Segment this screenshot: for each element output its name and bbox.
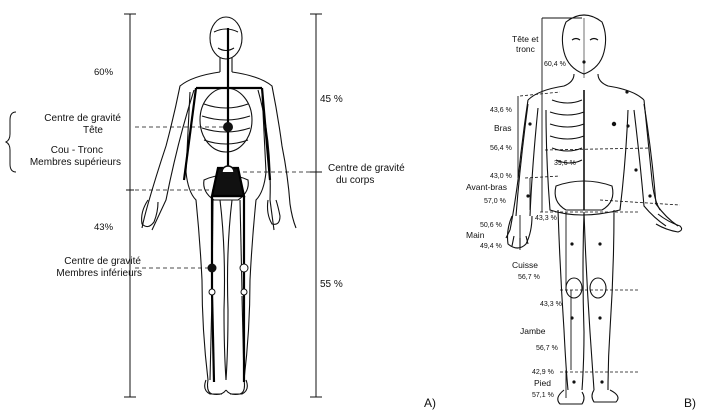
- thigh-label: Cuisse: [512, 260, 538, 270]
- hand-side-pct: 43,3 %: [535, 215, 557, 222]
- cg-lower-label-line1: Centre de gravité: [64, 256, 141, 267]
- left-height-scale: [124, 14, 136, 397]
- cg-head-label-line1: Centre de gravité: [44, 113, 121, 124]
- cg-lower-label-line2: Membres inférieurs: [56, 268, 142, 279]
- skeleton-figure-a: [142, 17, 296, 395]
- brace-icon: [6, 112, 16, 172]
- thigh-pct: 56,7 %: [518, 274, 540, 281]
- arm-label: Bras: [494, 123, 511, 133]
- foot-top-pct: 42,9 %: [532, 369, 554, 376]
- label-60-percent: 60%: [94, 67, 114, 78]
- forearm-top-pct: 43,0 %: [490, 173, 512, 180]
- label-43-percent: 43%: [94, 222, 114, 233]
- hand-bottom-pct: 49,4 %: [480, 243, 502, 250]
- anatomical-figure-b: [506, 15, 682, 404]
- head-trunk-pct: 60,4 %: [544, 61, 566, 68]
- panel-a-letter: A): [424, 396, 436, 410]
- head-trunk-label-line1: Tête et: [512, 34, 539, 44]
- label-55-percent: 55 %: [320, 279, 343, 290]
- cg-body-label-line2: du corps: [336, 175, 374, 186]
- leg-bottom-pct: 56,7 %: [536, 345, 558, 352]
- panel-a: 60% 43% 45 % 55 % Centre de gravité Tête…: [6, 14, 436, 410]
- leg-top-pct: 43,3 %: [540, 301, 562, 308]
- forearm-label: Avant-bras: [466, 182, 507, 192]
- cg-trunk-label-line1: Cou - Tronc: [51, 145, 103, 156]
- hand-label: Main: [466, 230, 485, 240]
- foot-bottom-pct: 57,1 %: [532, 392, 554, 399]
- leg-label: Jambe: [520, 326, 546, 336]
- arm-bottom-pct: 56,4 %: [490, 145, 512, 152]
- forearm-bottom-pct: 57,0 %: [484, 198, 506, 205]
- right-height-scale: [310, 14, 322, 397]
- arm-top-pct: 43,6 %: [490, 107, 512, 114]
- head-trunk-label-line2: tronc: [516, 44, 536, 54]
- label-45-percent: 45 %: [320, 94, 343, 105]
- cg-lower-limb-marker: [208, 264, 217, 273]
- arm-side-pct: 39,6 %: [554, 160, 576, 167]
- guide-lines: [135, 127, 316, 268]
- hand-top-pct: 50,6 %: [480, 222, 502, 229]
- cg-head-trunk-marker: [223, 122, 233, 132]
- cg-body-label-line1: Centre de gravité: [328, 163, 405, 174]
- panel-b-letter: B): [684, 396, 696, 410]
- cg-head-label-line2: Tête: [83, 125, 103, 136]
- cg-trunk-label-line2: Membres supérieurs: [30, 157, 121, 168]
- foot-label: Pied: [534, 378, 551, 388]
- panel-b: Tête et tronc 60,4 % 43,6 % Bras 56,4 % …: [466, 15, 696, 410]
